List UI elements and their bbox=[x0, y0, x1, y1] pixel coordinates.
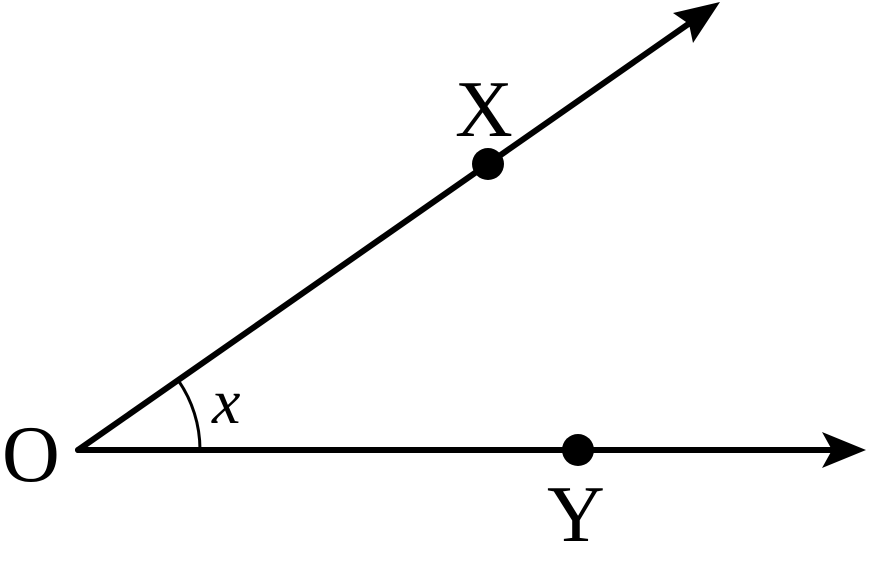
ray-oy-arrowhead bbox=[822, 432, 866, 468]
angle-arc bbox=[176, 379, 202, 451]
point-label-y: Y bbox=[547, 471, 605, 559]
point-y bbox=[562, 434, 594, 466]
point-label-x: X bbox=[455, 66, 513, 154]
ray-ox-arrowhead bbox=[673, 2, 720, 43]
ray-ox bbox=[75, 15, 700, 453]
angle-label: x bbox=[211, 366, 240, 437]
point-x bbox=[472, 148, 504, 180]
vertex-label-o: O bbox=[2, 411, 60, 499]
